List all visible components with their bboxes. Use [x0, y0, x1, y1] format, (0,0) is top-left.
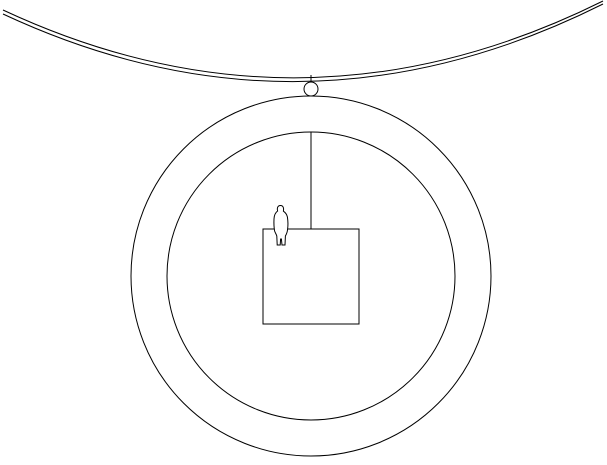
- suspension-cable: [3, 1, 603, 82]
- person-silhouette: [274, 206, 288, 246]
- standing-person-icon: [274, 206, 288, 246]
- cable-lower-line: [3, 4, 603, 82]
- cable-upper-line: [3, 1, 603, 78]
- hanger-ring: [304, 82, 318, 96]
